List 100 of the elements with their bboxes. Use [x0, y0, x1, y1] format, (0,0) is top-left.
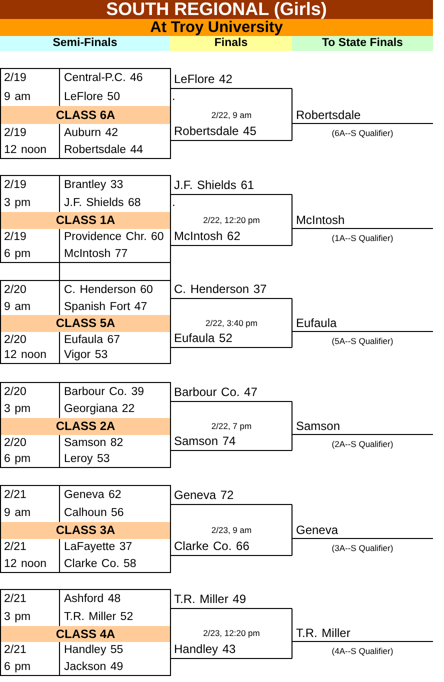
finalist-entry: T.R. Miller 49: [171, 592, 292, 609]
game-time: 2/22, 12:20 pm: [203, 214, 260, 226]
game-date: 2/19: [4, 126, 26, 140]
game-time: 3 pm: [4, 196, 31, 210]
column-header: To State Finals: [292, 36, 433, 51]
finalist-entry: C. Henderson 37: [171, 282, 292, 299]
game-date: 2/20: [4, 332, 26, 348]
qualifier-note: (4A--S Qualifier): [332, 645, 394, 657]
finalist-entry: McIntosh 62: [171, 229, 292, 246]
class-band: CLASS 6A: [0, 106, 171, 124]
game-time: 6 pm: [4, 452, 31, 466]
team-cell: [60, 539, 171, 573]
team-entry: J.F. Shields 68: [64, 196, 141, 210]
dot-mark: .: [172, 90, 176, 102]
game-date: 2/19: [4, 70, 26, 86]
team-entry: Robertsdale 44: [64, 142, 143, 158]
game-time: 2/23, 12:20 pm: [203, 627, 260, 639]
class-band: CLASS 5A: [0, 315, 171, 332]
date-cell: [0, 539, 60, 573]
qualifier-note: (2A--S Qualifier): [332, 438, 394, 450]
team-entry: Calhoun 56: [64, 506, 124, 520]
team-cell: [60, 642, 171, 676]
team-cell: [60, 435, 171, 468]
team-entry: Central-P.C. 46: [64, 70, 143, 86]
team-entry: T.R. Miller 52: [64, 610, 134, 624]
column-header: Semi-Finals: [0, 36, 170, 51]
class-band: CLASS 1A: [0, 212, 171, 229]
team-entry: LeFlore 50: [64, 90, 120, 104]
game-date: 2/19: [4, 230, 26, 244]
game-time: 9 am: [4, 506, 31, 520]
subtitle-banner: At Troy University: [0, 19, 433, 36]
date-cell: [0, 642, 60, 676]
game-date: 2/20: [4, 282, 26, 298]
finalist-entry: Robertsdale 45: [171, 124, 292, 141]
team-entry: LaFayette 37: [64, 540, 132, 554]
qualifier-note: (6A--S Qualifier): [332, 127, 394, 139]
team-entry: C. Henderson 60: [64, 282, 153, 298]
winner-entry: Robertsdale: [292, 107, 433, 124]
qualifier-note: (5A--S Qualifier): [332, 335, 394, 347]
team-entry: Handley 55: [64, 642, 124, 658]
team-entry: Ashford 48: [64, 592, 121, 606]
class-band: CLASS 2A: [0, 418, 171, 435]
finalist-entry: Handley 43: [171, 642, 292, 659]
game-time: 9 am: [4, 90, 31, 104]
game-time: 9 am: [4, 300, 31, 314]
game-date: 2/21: [4, 540, 26, 554]
finalist-entry: Eufaula 52: [171, 331, 292, 348]
title-banner: SOUTH REGIONAL (Girls): [0, 0, 433, 19]
team-entry: Brantley 33: [64, 178, 124, 192]
team-entry: Providence Chr. 60: [64, 230, 164, 244]
finalist-entry: Barbour Co. 47: [171, 385, 292, 402]
game-date: 2/20: [4, 384, 26, 400]
class-band: CLASS 3A: [0, 522, 171, 539]
game-date: 2/20: [4, 436, 26, 450]
game-date: 2/21: [4, 642, 26, 658]
game-time: 12 noon: [4, 142, 47, 158]
column-header: Finals: [170, 36, 292, 51]
qualifier-note: (1A--S Qualifier): [332, 232, 394, 244]
team-entry: Clarke Co. 58: [64, 556, 136, 572]
team-cell: [60, 124, 171, 159]
winner-entry: Eufaula: [292, 315, 433, 332]
team-entry: Barbour Co. 39: [64, 384, 144, 400]
finalist-entry: LeFlore 42: [171, 72, 292, 89]
winner-entry: Geneva: [292, 522, 433, 539]
game-date: 2/21: [4, 488, 26, 502]
date-cell: [0, 229, 60, 263]
game-time: 3 pm: [4, 402, 31, 416]
winner-entry: McIntosh: [292, 212, 433, 229]
team-entry: Jackson 49: [64, 660, 124, 674]
qualifier-note: (3A--S Qualifier): [332, 542, 394, 554]
game-time: 2/22, 3:40 pm: [206, 317, 258, 329]
date-cell: [0, 435, 60, 468]
game-time: 6 pm: [4, 246, 31, 262]
game-time: 12 noon: [4, 348, 47, 362]
game-time: 6 pm: [4, 660, 31, 674]
game-date: 2/19: [4, 178, 26, 192]
game-time: 12 noon: [4, 556, 47, 572]
winner-entry: T.R. Miller: [292, 625, 433, 642]
team-entry: Georgiana 22: [64, 402, 135, 416]
date-cell: [0, 332, 60, 364]
game-time: 3 pm: [4, 610, 31, 624]
class-band: CLASS 4A: [0, 626, 171, 642]
game-time: 2/22, 7 pm: [211, 420, 252, 432]
finalist-entry: Geneva 72: [171, 488, 292, 505]
finalist-entry: J.F. Shields 61: [171, 178, 292, 195]
team-entry: Auburn 42: [64, 126, 118, 140]
finalist-entry: Samson 74: [171, 434, 292, 451]
date-cell: [0, 124, 60, 159]
winner-entry: Samson: [292, 418, 433, 435]
team-entry: Eufaula 67: [64, 332, 120, 348]
team-entry: Leroy 53: [64, 452, 110, 466]
team-entry: Samson 82: [64, 436, 124, 450]
game-time: 2/23, 9 am: [211, 524, 252, 536]
team-entry: McIntosh 77: [64, 246, 128, 262]
game-date: 2/21: [4, 592, 26, 606]
dot-mark: .: [172, 196, 176, 208]
team-entry: Geneva 62: [64, 488, 122, 502]
team-cell: [60, 229, 171, 263]
team-entry: Vigor 53: [64, 348, 108, 362]
team-cell: [60, 332, 171, 364]
